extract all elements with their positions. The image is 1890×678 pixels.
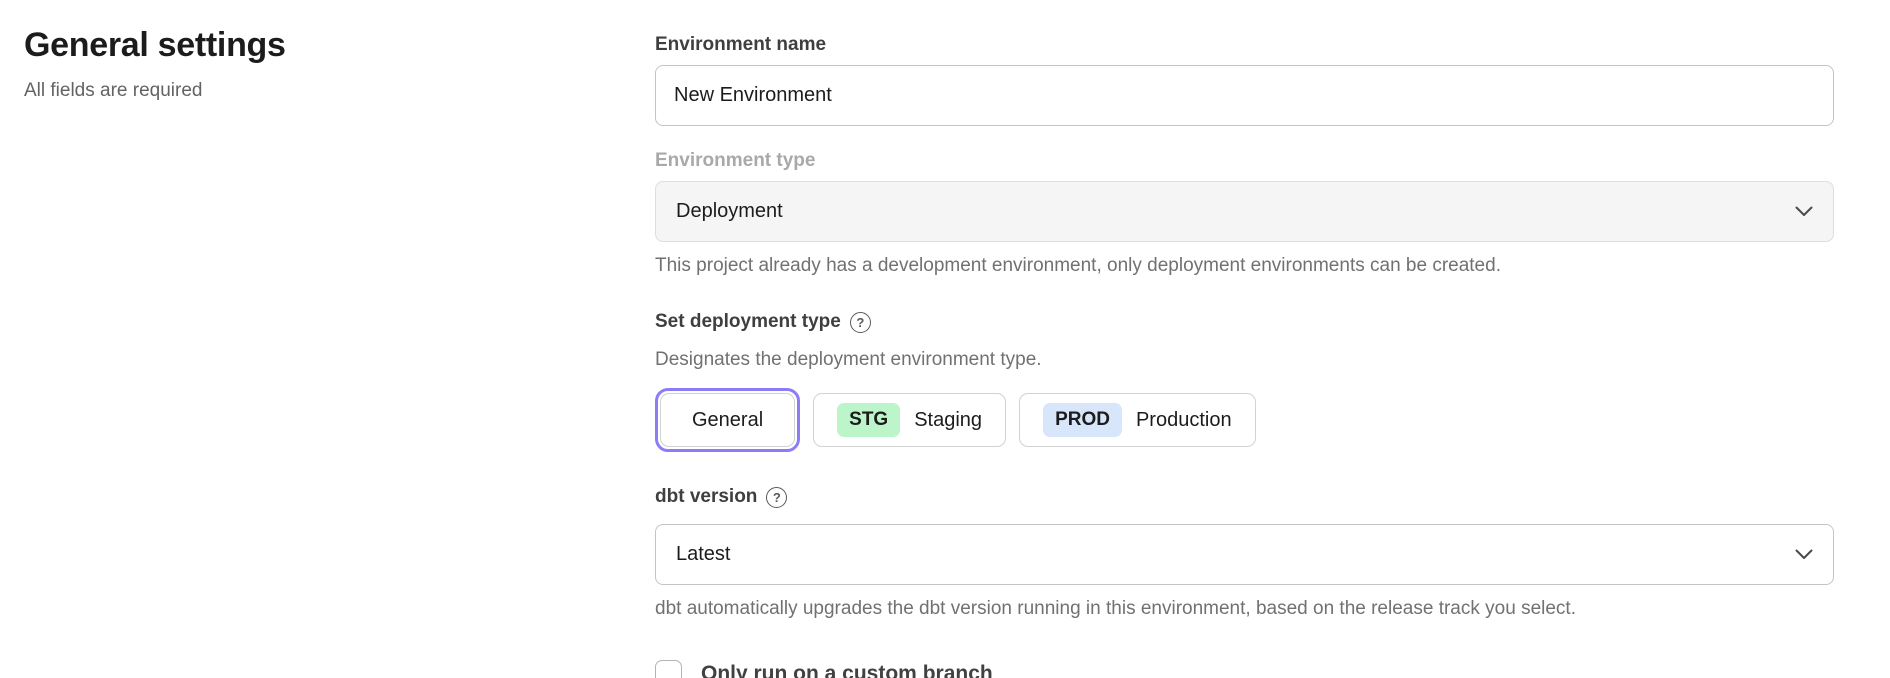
environment-type-field: Environment type Deployment This project… — [655, 150, 1834, 277]
selected-option-ring: General — [655, 388, 800, 452]
production-badge: PROD — [1043, 403, 1122, 437]
deployment-type-option-production[interactable]: PROD Production — [1019, 393, 1256, 447]
option-label: General — [692, 409, 763, 432]
page-title: General settings — [24, 26, 655, 65]
general-settings-form: Environment name Environment type Deploy… — [655, 0, 1834, 678]
dbt-version-helper: dbt automatically upgrades the dbt versi… — [655, 598, 1834, 620]
custom-branch-row: Only run on a custom branch — [655, 660, 1834, 678]
dbt-version-label: dbt version — [655, 486, 757, 508]
custom-branch-label: Only run on a custom branch — [701, 662, 993, 678]
help-icon[interactable]: ? — [766, 487, 787, 508]
option-label: Staging — [914, 409, 982, 432]
staging-badge: STG — [837, 403, 900, 437]
environment-name-label: Environment name — [655, 34, 826, 56]
deployment-type-helper: Designates the deployment environment ty… — [655, 349, 1834, 371]
deployment-type-field: Set deployment type ? Designates the dep… — [655, 311, 1834, 452]
environment-type-label: Environment type — [655, 150, 815, 172]
dbt-version-field: dbt version ? Latest dbt automatically u… — [655, 486, 1834, 620]
environment-name-field: Environment name — [655, 34, 1834, 126]
chevron-down-icon — [1795, 206, 1813, 217]
help-icon[interactable]: ? — [850, 312, 871, 333]
deployment-type-option-general[interactable]: General — [660, 393, 795, 447]
environment-name-input[interactable] — [655, 65, 1834, 126]
environment-type-select[interactable]: Deployment — [655, 181, 1834, 242]
deployment-type-label: Set deployment type — [655, 311, 841, 333]
deployment-type-options: General STG Staging PROD Production — [655, 388, 1834, 452]
deployment-type-label-row: Set deployment type ? — [655, 311, 1834, 339]
dbt-version-select[interactable]: Latest — [655, 524, 1834, 585]
section-header: General settings All fields are required — [0, 0, 655, 678]
chevron-down-icon — [1795, 549, 1813, 560]
custom-branch-checkbox[interactable] — [655, 660, 682, 678]
deployment-type-option-staging[interactable]: STG Staging — [813, 393, 1006, 447]
dbt-version-value: Latest — [676, 543, 730, 566]
environment-type-helper: This project already has a development e… — [655, 255, 1834, 277]
option-label: Production — [1136, 409, 1232, 432]
environment-type-value: Deployment — [676, 200, 783, 223]
page-subtitle: All fields are required — [24, 80, 655, 102]
dbt-version-label-row: dbt version ? — [655, 486, 1834, 514]
